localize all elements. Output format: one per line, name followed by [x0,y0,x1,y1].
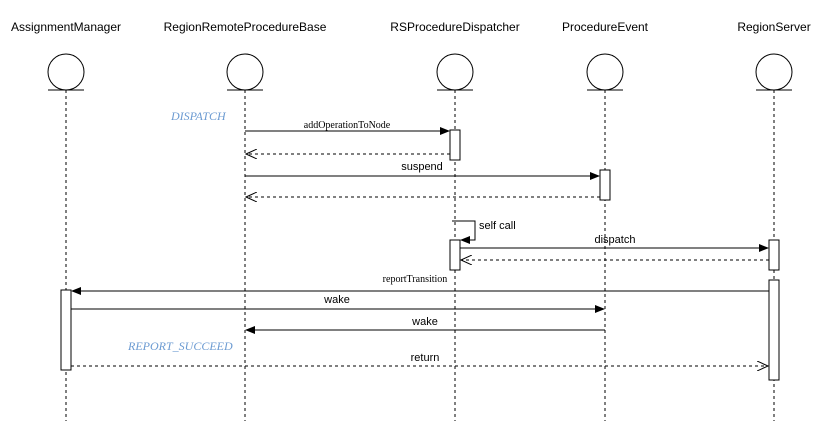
message-label: addOperationToNode [304,120,391,131]
message-label: dispatch [595,234,636,246]
participant-label: ProcedureEvent [562,20,649,34]
message-label: reportTransition [383,274,448,285]
entity-icon [586,53,624,91]
message-self-call: self call [452,220,516,244]
state-label-report-succeed: REPORT_SUCCEED [127,339,233,353]
entity-icon [436,53,474,91]
message-wake-to-procedure-event: wake [71,294,605,313]
entity-icon [226,53,264,91]
activation-bar-procedure-event [599,169,611,201]
message-label: self call [479,220,516,232]
activation-bar-dispatcher-2 [449,239,461,271]
participant-label: RSProcedureDispatcher [390,20,519,34]
message-report-transition: reportTransition [71,274,769,295]
activation-bar-region-server-2 [768,279,780,381]
message-dispatch: dispatch [460,234,769,252]
participant-region-remote-procedure-base: RegionRemoteProcedureBase [164,20,327,421]
entity-icon [47,53,85,91]
message-suspend: suspend [245,161,600,180]
participant-label: RegionServer [737,20,810,34]
message-label: suspend [401,161,443,173]
participant-assignment-manager: AssignmentManager [11,20,121,421]
activation-bar-region-server-1 [768,239,780,271]
participant-label: RegionRemoteProcedureBase [164,20,327,34]
message-label: return [411,352,440,364]
message-add-operation-to-node: addOperationToNode [245,120,450,135]
activation-bar-dispatcher-1 [449,129,461,161]
message-label: wake [323,294,350,306]
participant-label: AssignmentManager [11,20,121,34]
message-label: wake [411,316,438,328]
message-wake-to-remote-procedure: wake [245,316,605,334]
state-label-dispatch: DISPATCH [170,109,227,123]
activation-bar-assignment-manager [60,289,72,371]
participant-procedure-event: ProcedureEvent [562,20,649,421]
entity-icon [755,53,793,91]
participant-region-server: RegionServer [737,20,811,421]
message-return-to-region-server: return [71,352,768,366]
self-call-arrow [452,220,476,244]
